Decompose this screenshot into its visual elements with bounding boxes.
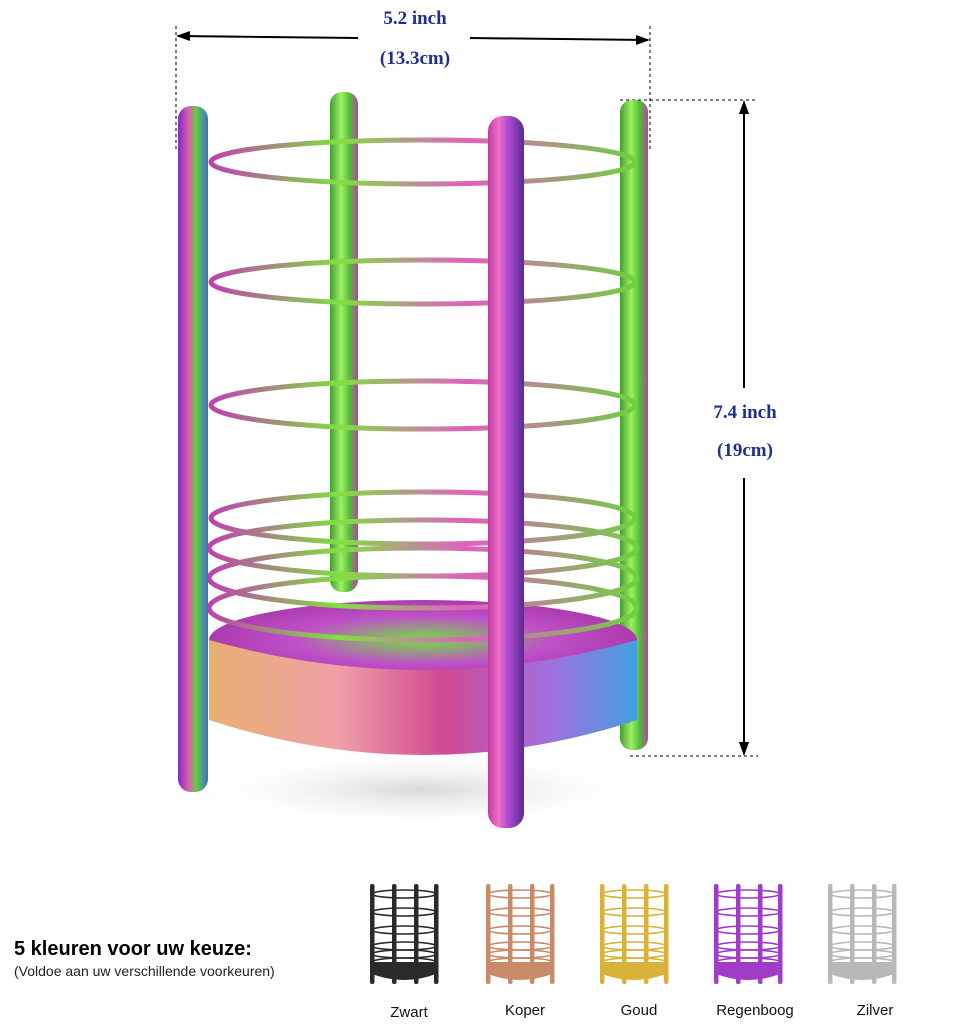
thumb-ring <box>829 889 895 899</box>
thumb-ring <box>829 941 895 951</box>
thumb-rod <box>778 884 783 984</box>
variant-label-zwart[interactable]: Zwart <box>390 1004 428 1021</box>
floor-shadow <box>180 750 660 830</box>
thumb-ring <box>371 907 437 917</box>
width-cm-label: (13.3cm) <box>379 48 451 69</box>
thumb-ring <box>601 907 667 917</box>
height-dimension <box>620 99 758 757</box>
thumb-rod <box>714 884 719 984</box>
thumb-ring <box>829 907 895 917</box>
thumb-ring <box>487 907 553 917</box>
thumb-base <box>372 962 436 980</box>
variant-thumb-zwart[interactable] <box>370 884 439 984</box>
thumb-rod <box>508 884 513 984</box>
thumb-rod <box>370 884 375 984</box>
thumb-rod <box>736 884 741 984</box>
rod-front-right <box>488 116 524 828</box>
thumb-ring <box>487 949 553 959</box>
utensil-holder-rack <box>178 92 648 828</box>
thumb-base <box>716 962 780 980</box>
options-headline: 5 kleuren voor uw keuze: <box>14 938 252 960</box>
thumb-rod <box>392 884 397 984</box>
rod-back-left <box>330 92 358 592</box>
width-inch-label: 5.2 inch <box>383 8 447 29</box>
thumb-ring <box>371 941 437 951</box>
thumb-ring <box>601 949 667 959</box>
thumb-ring <box>371 925 437 935</box>
thumb-rod <box>828 884 833 984</box>
thumb-ring <box>715 925 781 935</box>
variant-thumb-zilver[interactable] <box>828 884 897 984</box>
base-band <box>209 640 637 755</box>
thumb-ring <box>371 889 437 899</box>
thumb-rod <box>550 884 555 984</box>
thumb-ring <box>371 949 437 959</box>
variant-thumbnails <box>370 884 897 984</box>
variant-label-zilver[interactable]: Zilver <box>856 1002 894 1019</box>
thumb-rod <box>644 884 649 984</box>
thumb-rod <box>892 884 897 984</box>
variant-thumb-koper[interactable] <box>486 884 555 984</box>
width-dimension <box>175 26 651 150</box>
thumb-base <box>830 962 894 980</box>
height-cm-label: (19cm) <box>717 440 773 461</box>
options-subline: (Voldoe aan uw verschillende voorkeuren) <box>14 963 275 979</box>
thumb-ring <box>487 889 553 899</box>
thumb-rod <box>758 884 763 984</box>
thumb-base <box>602 962 666 980</box>
thumb-ring <box>829 925 895 935</box>
height-inch-label: 7.4 inch <box>713 402 777 423</box>
thumb-ring <box>601 925 667 935</box>
thumb-rod <box>530 884 535 984</box>
variant-label-koper[interactable]: Koper <box>504 1002 546 1019</box>
thumb-ring <box>715 949 781 959</box>
thumb-ring <box>601 941 667 951</box>
thumb-rod <box>414 884 419 984</box>
thumb-ring <box>829 949 895 959</box>
thumb-ring <box>715 889 781 899</box>
thumb-rod <box>664 884 669 984</box>
thumb-ring <box>715 941 781 951</box>
thumb-rod <box>622 884 627 984</box>
thumb-ring <box>487 941 553 951</box>
thumb-ring <box>601 889 667 899</box>
variant-thumb-regenboog[interactable] <box>714 884 783 984</box>
thumb-rod <box>600 884 605 984</box>
thumb-ring <box>715 907 781 917</box>
variant-thumb-goud[interactable] <box>600 884 669 984</box>
rod-front-left <box>178 106 208 792</box>
variant-label-goud[interactable]: Goud <box>620 1002 658 1019</box>
thumb-base <box>488 962 552 980</box>
thumb-rod <box>434 884 439 984</box>
variant-label-regenboog[interactable]: Regenboog <box>716 1002 794 1019</box>
thumb-rod <box>850 884 855 984</box>
thumb-rod <box>872 884 877 984</box>
thumb-ring <box>487 925 553 935</box>
thumb-rod <box>486 884 491 984</box>
